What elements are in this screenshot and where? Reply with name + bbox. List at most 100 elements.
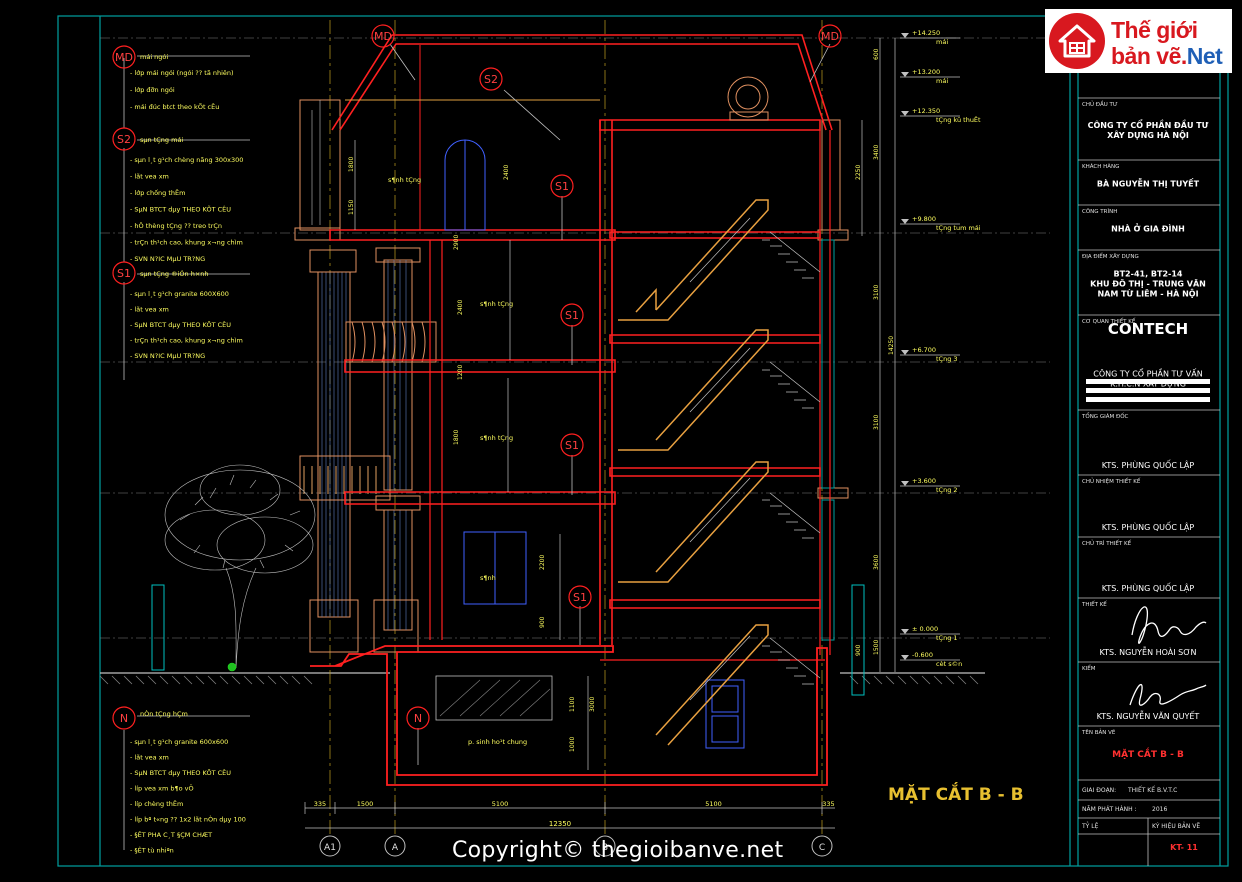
- note-item: - SµN BTCT dµy THEO KÕT CÊU: [130, 768, 231, 777]
- dim-total-height: 14250: [888, 336, 895, 355]
- stairs: [618, 199, 769, 746]
- grid-bubble: [384, 835, 406, 857]
- tb-row-value: K.H.C.N XÂY DỰNG: [1110, 378, 1186, 389]
- dim-segment: 1500: [357, 800, 374, 808]
- note-item: - mái đúc btct theo kÕt cÊu: [130, 102, 219, 111]
- note-item: - SVN N?IC MµU TR?NG: [130, 255, 205, 263]
- dim-room: 2900: [453, 235, 460, 250]
- tb-year-value: 2016: [1152, 806, 1167, 813]
- note-item: - sµn l¸t g¹ch granite 600x600: [130, 738, 228, 746]
- level-elev: +9.800: [912, 215, 936, 223]
- copyright-watermark: Copyright© thegioibanve.net: [452, 838, 784, 863]
- tb-phase-value: THIẾT KẾ B.V.T.C: [1127, 786, 1177, 794]
- tb-sheet-value: KT- 11: [1170, 843, 1198, 852]
- level-triangle: [901, 219, 909, 224]
- grid-bubble: [811, 835, 833, 857]
- dim-right-inner: 2250: [855, 165, 862, 180]
- dim-right-outer: 3600: [873, 555, 880, 570]
- dim-segment: 5100: [705, 800, 722, 808]
- roof-arched-door: [444, 139, 486, 231]
- tb-row-label: ĐỊA ĐIỂM XÂY DỰNG: [1082, 252, 1139, 260]
- right-facade: [151, 119, 865, 696]
- level-elev: +14.250: [912, 29, 940, 37]
- note-item: - trÇn th¹ch cao, khung x¬ng chìm: [130, 239, 243, 247]
- title-block-bars: [1086, 379, 1210, 402]
- room-label-roof: s¶nh tÇng: [388, 176, 421, 184]
- callout-tags: [112, 24, 842, 730]
- tb-row-label: CƠ QUAN THIẾT KẾ: [1082, 317, 1136, 325]
- tb-row-value: NHÀ Ở GIA ĐÌNH: [1111, 222, 1185, 234]
- note-n-title: nÒn tÇng hÇm: [140, 709, 188, 718]
- dim-total-width: 12350: [549, 820, 571, 828]
- tb-row-label: THIẾT KẾ: [1081, 600, 1107, 608]
- level-name: cèt s©n: [936, 660, 962, 668]
- level-name: tÇng 3: [936, 355, 958, 363]
- tree-symbol: [164, 464, 316, 672]
- tag-md: MD: [115, 51, 133, 64]
- tb-row-value: BÀ NGUYỄN THỊ TUYẾT: [1097, 177, 1200, 189]
- tb-row-label: CHỦ NHIỆM THIẾT KẾ: [1082, 477, 1141, 485]
- level-name: mái: [936, 77, 948, 85]
- tb-row-value: KHU ĐÔ THỊ - TRUNG VĂN: [1090, 278, 1206, 289]
- note-list-n: - sµn l¸t g¹ch granite 600x600- lãt vea …: [130, 738, 246, 855]
- dim-room: 1200: [457, 365, 464, 380]
- grid-label: B: [602, 843, 608, 853]
- note-item: - SµN BTCT dµy THEO KÕT CÊU: [130, 320, 231, 329]
- tag-n: N: [120, 712, 128, 725]
- tag-md-right: MD: [821, 30, 839, 43]
- callout-notes: mái ngói - lớp mái ngói (ngói ?? tã nhiê…: [130, 53, 246, 855]
- grid-label: A1: [324, 843, 336, 853]
- site-logo[interactable]: Thế giới bản vẽ.Net: [1045, 9, 1232, 73]
- roof-tank: [727, 76, 769, 121]
- tb-scale-label: TỶ LỆ: [1081, 822, 1099, 830]
- tb-row-value: CÔNG TY CỔ PHẦN ĐẦU TƯ: [1088, 118, 1209, 130]
- facade-columns: [294, 99, 437, 653]
- tag-md-left: MD: [374, 30, 392, 43]
- callout-tag-labels: MD S2 S1 N MD MD S2 S1 S1 S1 S1 N: [115, 30, 839, 725]
- house-icon: [1049, 13, 1105, 69]
- note-item: - lãt vea xm: [130, 173, 169, 181]
- dim-room: 2400: [503, 165, 510, 180]
- tb-sheet-label: KÝ HIỆU BẢN VẼ: [1152, 822, 1200, 830]
- note-s2-title: sµn tÇng mái: [140, 136, 183, 144]
- level-elev: ± 0.000: [912, 625, 938, 633]
- dim-right-outer: 1500: [873, 640, 880, 655]
- note-item: - lớp đỡn ngói: [130, 86, 175, 94]
- dim-segment: 335: [822, 800, 834, 808]
- tb-row-value: BT2-41, BT2-14: [1114, 270, 1183, 279]
- grid-bubble: [319, 835, 341, 857]
- logo-line-2: bản vẽ.Net: [1111, 43, 1223, 70]
- note-item: - líp bª t«ng ?? 1x2 lãt nÒn dµy 100: [130, 815, 246, 824]
- level-name: tÇng 2: [936, 486, 958, 494]
- ground-windows: [463, 531, 745, 749]
- tag-s1-b: S1: [565, 309, 579, 322]
- tb-row-value: NAM TỪ LIÊM - HÀ NỘI: [1097, 288, 1198, 299]
- room-label-f2: s¶nh tÇng: [480, 434, 513, 442]
- tag-s1: S1: [117, 267, 131, 280]
- stair-treads: [689, 217, 821, 701]
- level-triangle: [901, 481, 909, 486]
- dim-room: 2200: [539, 555, 546, 570]
- note-item: - lãt vea xm: [130, 306, 169, 314]
- note-item: - líp vea xm b¶o vÖ: [130, 784, 194, 793]
- dim-right-outer: 3400: [873, 145, 880, 160]
- dim-right-outer: 3100: [873, 285, 880, 300]
- tb-row-label: CÔNG TRÌNH: [1082, 208, 1117, 215]
- dim-right-inner: 900: [855, 644, 862, 656]
- tag-s1-a: S1: [555, 180, 569, 193]
- tb-row-label: KHÁCH HÀNG: [1082, 163, 1119, 170]
- vertical-dimension-lines: [354, 38, 896, 770]
- level-elev: +12.350: [912, 107, 940, 115]
- tb-year-label: NĂM PHÁT HÀNH :: [1082, 806, 1137, 813]
- tb-row-value: KTS. NGUYỄN VĂN QUYẾT: [1097, 709, 1200, 721]
- level-name: mái: [936, 38, 948, 46]
- note-item: - líp chèng thÊm: [130, 799, 183, 808]
- logo-line-1: Thế giới: [1111, 17, 1198, 43]
- grid-label: A: [392, 843, 399, 853]
- note-md-title: mái ngói: [140, 53, 168, 61]
- level-elev: +3.600: [912, 477, 936, 485]
- note-list-md: - lớp mái ngói (ngói ?? tã nhiên)- lớp đ…: [130, 69, 234, 111]
